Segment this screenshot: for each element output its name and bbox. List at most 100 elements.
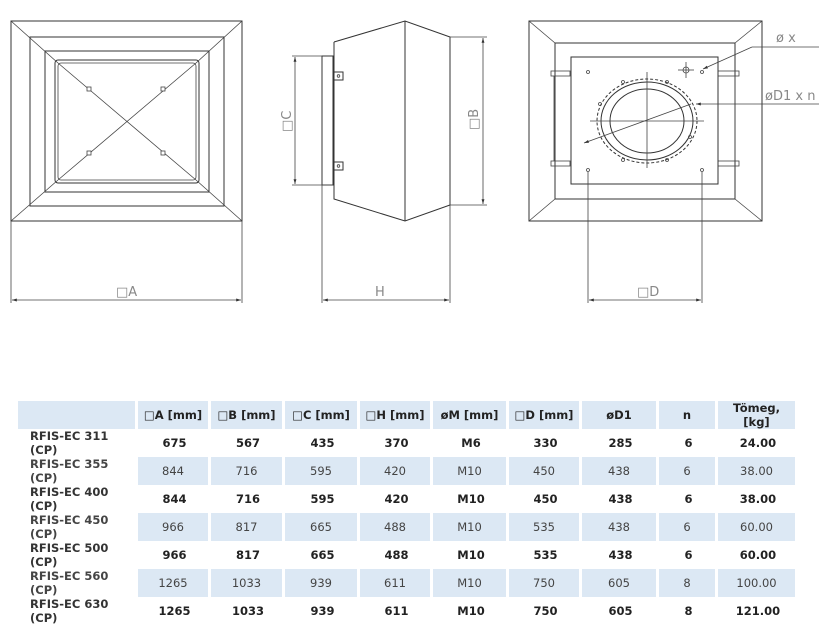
value-cell: 450 bbox=[533, 492, 558, 506]
value-cell: 420 bbox=[384, 492, 409, 506]
value-cell: 675 bbox=[162, 436, 187, 450]
technical-drawings: □A □C □B H bbox=[10, 20, 819, 303]
value-cell: 750 bbox=[533, 604, 558, 618]
value-cell: 611 bbox=[360, 569, 433, 597]
value-cell: 488 bbox=[384, 548, 409, 562]
model-cell: RFIS-EC 500 (CP) bbox=[30, 541, 109, 569]
header-a: □A [mm] bbox=[138, 401, 211, 429]
value-cell: 438 bbox=[582, 457, 659, 485]
dimension-a-label: □A bbox=[116, 285, 137, 300]
value-cell: 535 bbox=[533, 548, 558, 562]
front-view: □A bbox=[10, 20, 243, 303]
value-cell: M6 bbox=[461, 436, 481, 450]
value-cell: M10 bbox=[433, 457, 509, 485]
value-cell: 817 bbox=[235, 548, 260, 562]
fixing-holes bbox=[86, 86, 166, 156]
value-cell: 939 bbox=[310, 604, 335, 618]
model-cell: RFIS-EC 450 (CP) bbox=[18, 513, 138, 541]
model-cell: RFIS-EC 355 (CP) bbox=[18, 457, 138, 485]
table-row: RFIS-EC 311 (CP) 675 567 435 370 M6 330 285 6 24.… bbox=[18, 429, 798, 457]
header-b: □B [mm] bbox=[211, 401, 285, 429]
value-cell: 438 bbox=[582, 513, 659, 541]
value-cell: 6 bbox=[684, 548, 693, 562]
value-cell: 6 bbox=[659, 457, 718, 485]
value-cell: 60.00 bbox=[718, 513, 798, 541]
value-cell: 535 bbox=[509, 513, 582, 541]
value-cell: 450 bbox=[509, 457, 582, 485]
value-cell: 567 bbox=[235, 436, 260, 450]
value-cell: 595 bbox=[285, 457, 360, 485]
value-cell: 8 bbox=[684, 604, 693, 618]
value-cell: 665 bbox=[310, 548, 335, 562]
value-cell: 420 bbox=[360, 457, 433, 485]
value-cell: 285 bbox=[608, 436, 633, 450]
value-cell: 438 bbox=[608, 548, 633, 562]
dimension-c-label: □C bbox=[280, 111, 295, 132]
header-d1: øD1 bbox=[582, 401, 659, 429]
dimension-h-label: H bbox=[375, 285, 385, 300]
value-cell: M10 bbox=[457, 548, 485, 562]
header-d: □D [mm] bbox=[509, 401, 582, 429]
back-view: ø x øD1 x n □D bbox=[528, 20, 819, 303]
table-row: RFIS-EC 630 (CP) 1265 1033 939 611 M10 750 605 8… bbox=[18, 597, 798, 625]
table-row: RFIS-EC 400 (CP) 844 716 595 420 M10 450 438 6 38… bbox=[18, 485, 798, 513]
value-cell: 60.00 bbox=[739, 548, 777, 562]
table-header-row: □A [mm] □B [mm] □C [mm] □H [mm] øM [mm] … bbox=[18, 401, 798, 429]
value-cell: 370 bbox=[384, 436, 409, 450]
dimensions-table: □A [mm] □B [mm] □C [mm] □H [mm] øM [mm] … bbox=[18, 401, 798, 625]
value-cell: 605 bbox=[582, 569, 659, 597]
value-cell: M10 bbox=[433, 569, 509, 597]
header-m: øM [mm] bbox=[433, 401, 509, 429]
value-cell: M10 bbox=[457, 492, 485, 506]
value-cell: 611 bbox=[384, 604, 409, 618]
value-cell: 330 bbox=[533, 436, 558, 450]
header-h: □H [mm] bbox=[360, 401, 433, 429]
value-cell: 1265 bbox=[138, 569, 211, 597]
value-cell: 844 bbox=[162, 492, 187, 506]
value-cell: 665 bbox=[285, 513, 360, 541]
value-cell: 438 bbox=[608, 492, 633, 506]
value-cell: 6 bbox=[684, 436, 693, 450]
header-n: n bbox=[659, 401, 718, 429]
value-cell: 435 bbox=[310, 436, 335, 450]
value-cell: 716 bbox=[211, 457, 285, 485]
model-cell: RFIS-EC 311 (CP) bbox=[30, 429, 109, 457]
table-row: RFIS-EC 500 (CP) 966 817 665 488 M10 535 438 6 60… bbox=[18, 541, 798, 569]
value-cell: 6 bbox=[659, 513, 718, 541]
value-cell: M10 bbox=[457, 604, 485, 618]
value-cell: M10 bbox=[433, 513, 509, 541]
model-cell: RFIS-EC 560 (CP) bbox=[18, 569, 138, 597]
header-c: □C [mm] bbox=[285, 401, 360, 429]
header-weight: Tömeg, [kg] bbox=[718, 401, 798, 429]
header-model bbox=[18, 401, 138, 429]
value-cell: 100.00 bbox=[718, 569, 798, 597]
hole-diameter-label: ø x bbox=[776, 31, 796, 46]
value-cell: 38.00 bbox=[718, 457, 798, 485]
dimension-d-label: □D bbox=[637, 285, 659, 300]
value-cell: 750 bbox=[509, 569, 582, 597]
model-cell: RFIS-EC 400 (CP) bbox=[30, 485, 109, 513]
value-cell: 966 bbox=[162, 548, 187, 562]
side-view: □C □B H bbox=[280, 20, 487, 303]
value-cell: 716 bbox=[235, 492, 260, 506]
value-cell: 1265 bbox=[158, 604, 191, 618]
value-cell: 488 bbox=[360, 513, 433, 541]
value-cell: 595 bbox=[310, 492, 335, 506]
value-cell: 1033 bbox=[231, 604, 264, 618]
value-cell: 817 bbox=[211, 513, 285, 541]
value-cell: 1033 bbox=[211, 569, 285, 597]
model-cell: RFIS-EC 630 (CP) bbox=[30, 597, 109, 625]
bolt-circle-label: øD1 x n bbox=[765, 89, 815, 104]
value-cell: 939 bbox=[285, 569, 360, 597]
value-cell: 38.00 bbox=[739, 492, 777, 506]
value-cell: 844 bbox=[138, 457, 211, 485]
value-cell: 8 bbox=[659, 569, 718, 597]
value-cell: 966 bbox=[138, 513, 211, 541]
value-cell: 24.00 bbox=[739, 436, 777, 450]
value-cell: 605 bbox=[608, 604, 633, 618]
dimension-b-label: □B bbox=[467, 109, 482, 130]
value-cell: 6 bbox=[684, 492, 693, 506]
